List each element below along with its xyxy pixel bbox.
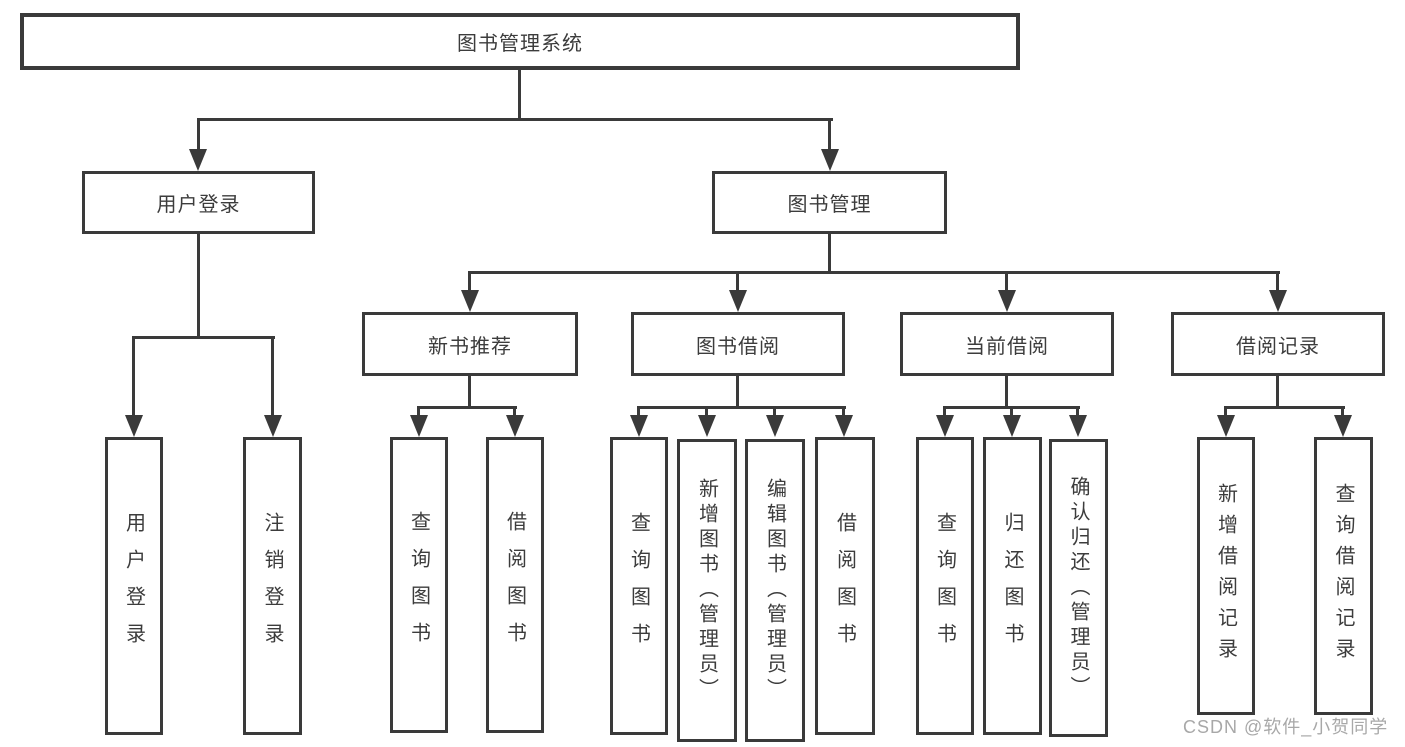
- connector-stem-borrow-records: [1276, 274, 1279, 292]
- connector-borrow-records-rail: [1224, 406, 1345, 409]
- leaf-logout: 注销登录: [243, 437, 302, 735]
- node-user-login: 用户登录: [82, 171, 315, 234]
- connector-level2-rail: [197, 118, 833, 121]
- leaf-borrow-books-2: 借阅图书: [815, 437, 875, 735]
- connector-book-borrow-rail: [637, 406, 846, 409]
- connector-book-mgmt-stem: [828, 234, 831, 271]
- arrow-to-borrow-records: [1269, 290, 1287, 312]
- arrow-to-borrow-books-1: [506, 415, 524, 437]
- leaf-return-books: 归还图书: [983, 437, 1042, 735]
- node-book-management: 图书管理: [712, 171, 947, 234]
- connector-current-borrow-rail: [943, 406, 1080, 409]
- arrow-to-edit-books: [766, 415, 784, 437]
- leaf-query-books-3: 查询图书: [916, 437, 974, 735]
- arrow-to-leaf-logout: [264, 415, 282, 437]
- leaf-borrow-books-1: 借阅图书: [486, 437, 544, 733]
- arrow-to-query-books-3: [936, 415, 954, 437]
- connector-stem-return-books: [1010, 409, 1013, 417]
- arrow-to-query-books-1: [410, 415, 428, 437]
- leaf-query-borrow-record: 查询借阅记录: [1314, 437, 1373, 715]
- connector-stem-borrow-books-1: [513, 409, 516, 417]
- leaf-query-books-1: 查询图书: [390, 437, 448, 733]
- watermark: CSDN @软件_小贺同学: [1183, 717, 1389, 737]
- connector-stem-add-record: [1224, 409, 1227, 417]
- node-borrow-records: 借阅记录: [1171, 312, 1385, 376]
- arrow-to-return-books: [1003, 415, 1021, 437]
- arrow-to-query-record: [1334, 415, 1352, 437]
- leaf-add-borrow-record: 新增借阅记录: [1197, 437, 1255, 715]
- arrow-to-new-books: [461, 290, 479, 312]
- arrow-to-add-books: [698, 415, 716, 437]
- connector-current-borrow-stem: [1005, 376, 1008, 406]
- arrow-to-add-record: [1217, 415, 1235, 437]
- leaf-user-login: 用户登录: [105, 437, 163, 735]
- connector-book-borrow-stem: [736, 376, 739, 406]
- connector-stem-new-books: [468, 274, 471, 292]
- connector-stem-book-borrow: [736, 274, 739, 292]
- leaf-edit-books-admin: 编辑图书（管理员）: [745, 439, 805, 742]
- arrow-to-leaf-user-login: [125, 415, 143, 437]
- connector-level3-rail: [468, 271, 1280, 274]
- connector-stem-leaf-user-login: [132, 339, 135, 417]
- arrow-to-user-login: [189, 149, 207, 171]
- node-current-borrow: 当前借阅: [900, 312, 1114, 376]
- connector-stem-leaf-logout: [271, 339, 274, 417]
- arrow-to-borrow-books-2: [835, 415, 853, 437]
- connector-stem-current-borrow: [1005, 274, 1008, 292]
- connector-stem-book-mgmt: [828, 121, 831, 151]
- arrow-to-book-borrow: [729, 290, 747, 312]
- connector-root-stem: [518, 70, 521, 118]
- arrow-to-confirm-return: [1069, 415, 1087, 437]
- node-new-book-recommend: 新书推荐: [362, 312, 578, 376]
- connector-stem-query-record: [1341, 409, 1344, 417]
- arrow-to-current-borrow: [998, 290, 1016, 312]
- connector-borrow-records-stem: [1276, 376, 1279, 406]
- connector-stem-confirm-return: [1076, 409, 1079, 417]
- connector-stem-query-books-2: [637, 409, 640, 417]
- node-root: 图书管理系统: [20, 13, 1020, 70]
- leaf-add-books-admin: 新增图书（管理员）: [677, 439, 737, 742]
- arrow-to-query-books-2: [630, 415, 648, 437]
- leaf-confirm-return-admin: 确认归还（管理员）: [1049, 439, 1108, 737]
- connector-user-login-stem: [197, 234, 200, 336]
- connector-stem-borrow-books-2: [842, 409, 845, 417]
- connector-stem-user-login: [197, 121, 200, 151]
- connector-user-login-rail: [132, 336, 275, 339]
- arrow-to-book-mgmt: [821, 149, 839, 171]
- leaf-query-books-2: 查询图书: [610, 437, 668, 735]
- connector-stem-edit-books: [773, 409, 776, 417]
- node-book-borrow: 图书借阅: [631, 312, 845, 376]
- connector-stem-query-books-3: [943, 409, 946, 417]
- connector-stem-query-books-1: [417, 409, 420, 417]
- connector-new-books-rail: [417, 406, 517, 409]
- connector-stem-add-books: [705, 409, 708, 417]
- connector-new-books-stem: [468, 376, 471, 406]
